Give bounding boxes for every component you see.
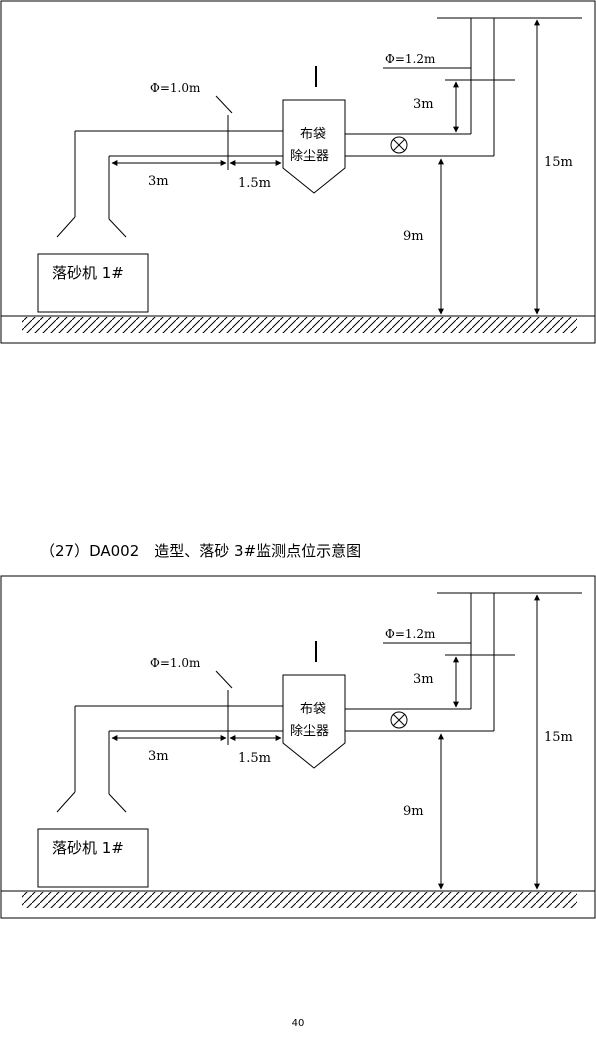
diagram-bottom: 落砂机 1# 3m 1.5m Φ=1.0m 布袋 除尘器 Φ=1.2m 3m [0, 575, 596, 920]
diagram-svg: 落砂机 1# 3m 1.5m Φ=1.0m 布袋 除尘器 Φ=1.2m 3m [0, 575, 596, 919]
inlet-diameter: Φ=1.0m [150, 656, 201, 670]
figure-caption: （27）DA002 造型、落砂 3#监测点位示意图 [40, 542, 362, 560]
dim-15m: 15m [544, 155, 573, 170]
diagram-svg: 落砂机 1# 3m 1.5m Φ=1.0m 布袋 除尘器 Φ=1.2 [0, 0, 596, 344]
ground-hatch [22, 317, 577, 333]
filter-label-line2: 除尘器 [290, 149, 329, 164]
dim-1-5m: 1.5m [238, 176, 271, 191]
filter-label-line1: 布袋 [300, 127, 326, 142]
outlet-diameter: Φ=1.2m [385, 627, 436, 641]
dim-3m-vertical: 3m [413, 672, 434, 687]
machine-label: 落砂机 1# [52, 264, 124, 282]
inlet-diameter: Φ=1.0m [150, 81, 201, 95]
inlet-leader-line [215, 95, 233, 114]
dim-9m: 9m [403, 804, 424, 819]
hood-right [108, 218, 127, 238]
hood-left [56, 216, 76, 238]
bag-filter [282, 674, 346, 769]
dim-3m-vertical: 3m [413, 97, 434, 112]
bag-filter [282, 99, 346, 194]
filter-label-line1: 布袋 [300, 702, 326, 717]
machine-label: 落砂机 1# [52, 839, 124, 857]
dim-3m-horizontal: 3m [148, 749, 169, 764]
page-number: 40 [291, 1018, 305, 1029]
dim-15m: 15m [544, 730, 573, 745]
ground-hatch [22, 892, 577, 908]
diagram-top: 落砂机 1# 3m 1.5m Φ=1.0m 布袋 除尘器 Φ=1.2 [0, 0, 596, 345]
hood-right [108, 793, 127, 813]
machine-box [37, 253, 149, 313]
machine-box [37, 828, 149, 888]
frame [0, 0, 596, 344]
inlet-leader-line [215, 670, 233, 689]
frame [0, 575, 596, 919]
filter-label-line2: 除尘器 [290, 724, 329, 739]
outlet-diameter: Φ=1.2m [385, 52, 436, 66]
dim-3m-horizontal: 3m [148, 174, 169, 189]
dim-9m: 9m [403, 229, 424, 244]
hood-left [56, 791, 76, 813]
dim-1-5m: 1.5m [238, 751, 271, 766]
